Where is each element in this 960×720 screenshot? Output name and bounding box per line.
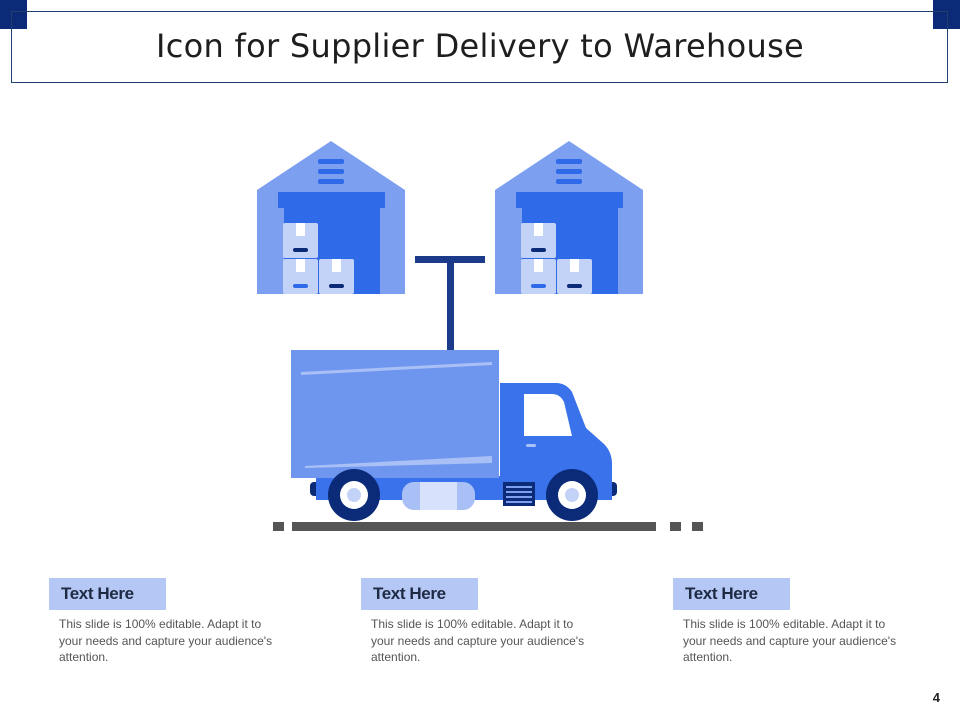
- box-icon: [557, 259, 592, 294]
- road-line: [273, 522, 703, 531]
- card-description: This slide is 100% editable. Adapt it to…: [59, 617, 273, 664]
- wheel-icon: [546, 469, 598, 521]
- text-card-2: Text Here This slide is 100% editable. A…: [361, 578, 591, 666]
- box-icon: [521, 223, 556, 258]
- card-description: This slide is 100% editable. Adapt it to…: [371, 617, 585, 664]
- text-card-3: Text Here This slide is 100% editable. A…: [673, 578, 903, 666]
- grille-icon: [503, 482, 535, 506]
- box-icon: [283, 223, 318, 258]
- corner-accent-left: [0, 0, 27, 29]
- box-icon: [319, 259, 354, 294]
- page-number: 4: [932, 690, 940, 705]
- warehouse-icon: [495, 141, 643, 294]
- signpost-icon: [415, 256, 485, 352]
- corner-accent-right: [933, 0, 960, 29]
- warehouse-icon: [257, 141, 405, 294]
- card-label: Text Here: [673, 578, 790, 610]
- box-icon: [283, 259, 318, 294]
- card-label: Text Here: [49, 578, 166, 610]
- slide-title: Icon for Supplier Delivery to Warehouse: [155, 27, 805, 65]
- text-card-1: Text Here This slide is 100% editable. A…: [49, 578, 279, 666]
- card-description: This slide is 100% editable. Adapt it to…: [683, 617, 897, 664]
- wheel-icon: [328, 469, 380, 521]
- title-frame: [11, 11, 948, 83]
- card-label: Text Here: [361, 578, 478, 610]
- delivery-truck-icon: [291, 350, 617, 521]
- box-icon: [521, 259, 556, 294]
- supplier-delivery-illustration: [257, 141, 703, 531]
